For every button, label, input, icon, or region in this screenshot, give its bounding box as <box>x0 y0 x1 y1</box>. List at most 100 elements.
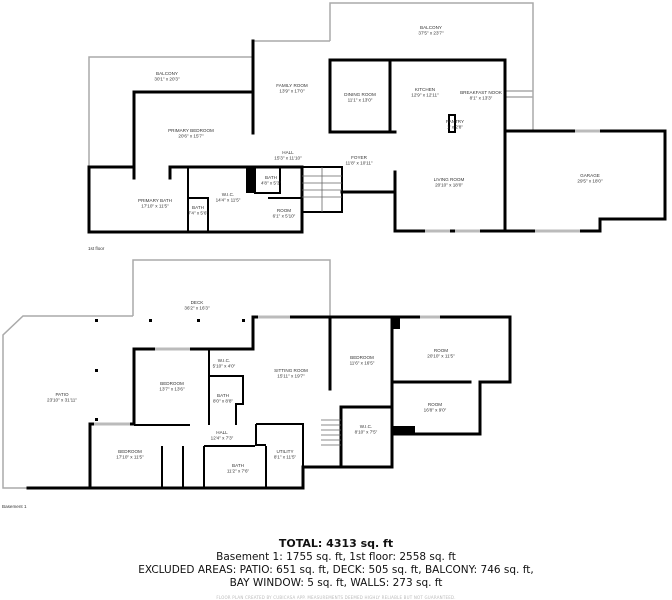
wall <box>87 165 304 234</box>
room-dimensions: 12'4" x 7'3" <box>211 436 234 441</box>
room-name: FAMILY ROOM <box>276 83 308 88</box>
room-label: W.I.C.14'4" x 11'5" <box>216 192 241 203</box>
room-label: W.I.C.5'10" x 4'0" <box>213 358 236 369</box>
deck-posts <box>95 319 245 421</box>
room-name: HALL <box>216 430 228 435</box>
room-dimensions: 11'1" x 13'0" <box>348 98 373 103</box>
room-dimensions: 8'1" x 13'3" <box>470 96 493 101</box>
wall-column <box>392 317 400 329</box>
room-dimensions: 13'9" x 17'0" <box>279 89 305 94</box>
garage-wall <box>503 129 667 233</box>
window <box>425 129 600 233</box>
wall <box>388 58 507 134</box>
balcony-right-railing <box>329 2 534 131</box>
room-dimensions: 8'10" x 7'5" <box>355 430 378 435</box>
room-dimensions: 29'5" x 18'0" <box>577 179 603 184</box>
wall <box>301 405 394 469</box>
room-name: BEDROOM <box>350 355 374 360</box>
wall <box>168 165 304 180</box>
room-name: BATH <box>192 205 204 210</box>
room-dimensions: 11'2" x 7'6" <box>227 469 250 474</box>
room-dimensions: 11'8" x 10'11" <box>345 161 372 166</box>
room-name: BATH <box>217 393 229 398</box>
room-name: PRIMARY BATH <box>138 198 172 203</box>
room-dimensions: 11'6" x 16'5" <box>350 361 375 366</box>
stairs <box>321 419 341 446</box>
room-name: BATH <box>232 463 244 468</box>
room-name: PRIMARY BEDROOM <box>168 128 214 133</box>
room-dimensions: 13'7" x 13'6" <box>159 387 185 392</box>
balcony-steps <box>505 90 533 98</box>
wall <box>340 170 397 194</box>
first-floor-plan <box>87 2 667 234</box>
room-dimensions: 14'4" x 11'5" <box>216 198 241 203</box>
room-dimensions: 17'10" x 11'5" <box>116 455 144 460</box>
room-dimensions: 16'8" x 9'0" <box>424 408 447 413</box>
wall <box>328 315 472 436</box>
room-dimensions: 30'1" x 20'3" <box>154 77 180 82</box>
room-name: W.I.C. <box>222 192 235 197</box>
room-dimensions: 5'10" x 4'0" <box>213 364 236 369</box>
window <box>94 315 440 426</box>
room-name: HALL <box>282 150 294 155</box>
room-name: KITCHEN <box>415 87 435 92</box>
room-dimensions: 7'4" x 5'6" <box>188 211 208 216</box>
room-name: PATIO <box>55 392 69 397</box>
room-dimensions: 1' x 2'8" <box>447 125 463 130</box>
wall <box>161 423 304 488</box>
room-name: BATH <box>265 175 277 180</box>
wall <box>328 315 512 436</box>
room-name: ROOM <box>434 348 448 353</box>
credit-text: FLOOR PLAN CREATED BY CUBICASA APP. MEAS… <box>216 595 456 600</box>
room-dimensions: 23'10" x 31'11" <box>47 398 77 403</box>
room-name: BEDROOM <box>118 449 142 454</box>
room-name: W.I.C. <box>360 424 373 429</box>
pantry-wall <box>448 114 456 133</box>
room-dimensions: 36'2" x 16'3" <box>184 306 210 311</box>
room-label: W.I.C.8'10" x 7'5" <box>355 424 378 435</box>
balcony-left-railing <box>88 56 253 168</box>
basement-label: Basement 1 <box>2 504 27 509</box>
room-dimensions: 8'0" x 8'8" <box>213 399 233 404</box>
patio-outline <box>2 315 133 489</box>
room-name: W.I.C. <box>218 358 231 363</box>
room-name: GARAGE <box>580 173 600 178</box>
room-dimensions: 6'1" x 5'10" <box>273 214 296 219</box>
wall <box>187 167 281 232</box>
room-name: UTILITY <box>276 449 293 454</box>
total-area: TOTAL: 4313 sq. ft <box>278 537 394 550</box>
room-dimensions: 37'5" x 23'7" <box>418 31 444 36</box>
room-name: BALCONY <box>156 71 178 76</box>
room-dimensions: 20'6" x 15'7" <box>178 134 204 139</box>
room-name: LIVING ROOM <box>434 177 465 182</box>
wall <box>26 465 305 490</box>
room-dimensions: 20'10" x 11'5" <box>427 354 455 359</box>
room-dimensions: 8'1" x 11'5" <box>274 455 297 460</box>
excluded-areas-line-2: BAY WINDOW: 5 sq. ft, WALLS: 273 sq. ft <box>229 577 443 589</box>
wall-column <box>246 167 254 193</box>
wall <box>134 350 244 426</box>
room-dimensions: 15'11" x 19'7" <box>277 374 305 379</box>
